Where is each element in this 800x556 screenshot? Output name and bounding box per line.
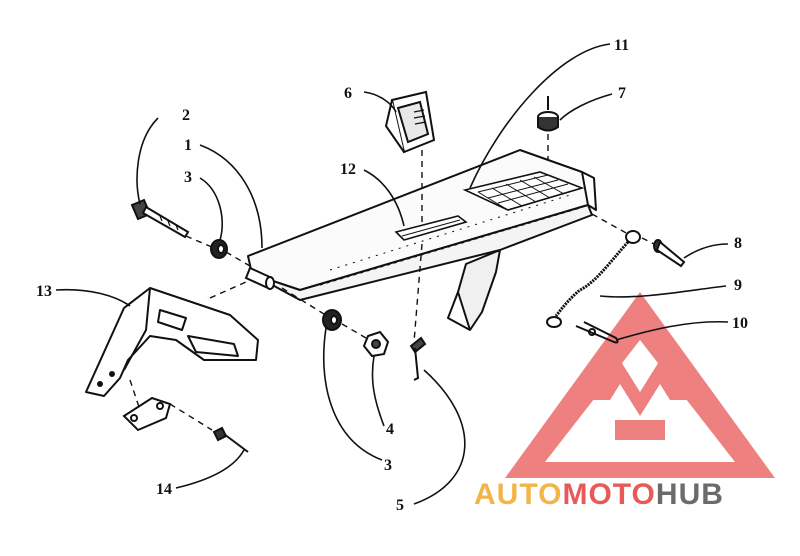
watermark-hub: HUB: [656, 478, 724, 511]
callout-3-upper: 3: [184, 169, 192, 186]
callout-7: 7: [618, 85, 626, 102]
hair-pin-clip: [575, 321, 619, 344]
callout-11: 11: [614, 37, 629, 54]
logo-inner-m: [592, 360, 688, 416]
callout-4: 4: [386, 421, 394, 438]
watermark-logo: [505, 292, 775, 478]
callout-5: 5: [396, 497, 404, 514]
callout-3-lower: 3: [384, 457, 392, 474]
clip-part: [384, 90, 436, 154]
rubber-plug: [537, 96, 559, 132]
sleeve-part: [244, 266, 275, 290]
callout-14: 14: [156, 481, 172, 498]
leader-lines: [55, 43, 729, 505]
rivet-part: [409, 336, 427, 381]
watermark-auto: AUTO: [474, 478, 562, 511]
rivet-small: [212, 426, 249, 453]
nut-part: [362, 330, 390, 358]
slot-plate: [394, 215, 468, 241]
callout-8: 8: [734, 235, 742, 252]
callout-13: 13: [36, 283, 52, 300]
pin-part: [653, 239, 686, 268]
callout-12: 12: [340, 161, 356, 178]
bushing-upper: [210, 239, 228, 259]
callout-2: 2: [182, 107, 190, 124]
watermark-moto: MOTO: [562, 478, 655, 511]
callout-labels: 1 2 3 3 4 5 6 7 8 9 10 11 12 13 14: [36, 37, 748, 514]
callout-9: 9: [734, 277, 742, 294]
callout-6: 6: [344, 85, 352, 102]
watermark-text: AUTOMOTOHUB: [474, 478, 724, 511]
logo-inner-square: [615, 420, 665, 440]
bushing-lower: [322, 309, 342, 331]
svg-text:AUTOMOTOHUB: AUTOMOTOHUB: [474, 478, 724, 511]
callout-1: 1: [184, 137, 192, 154]
plate-part: [122, 396, 172, 432]
callout-10: 10: [732, 315, 748, 332]
mounting-bracket: [85, 287, 259, 397]
tether-cable: [546, 230, 641, 328]
top-grille: [462, 171, 585, 211]
bolt-part: [130, 198, 190, 239]
assembly-axes: [129, 134, 655, 431]
